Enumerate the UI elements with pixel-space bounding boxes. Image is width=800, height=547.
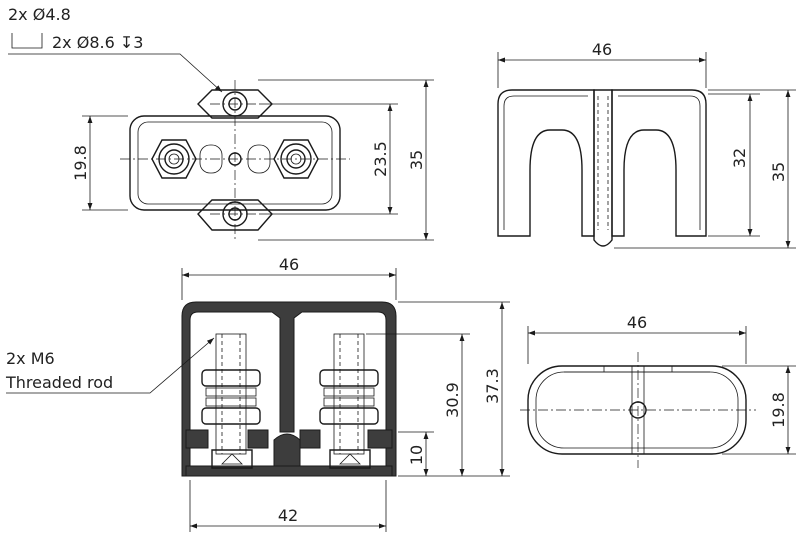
rod-left-body xyxy=(215,333,247,455)
bolt-head-right xyxy=(329,449,371,469)
bottom-view: 46 19.8 xyxy=(520,313,796,468)
hex-socket-left xyxy=(221,453,243,465)
housing-section xyxy=(181,301,397,477)
front-right-leg xyxy=(611,89,707,237)
dim-text-top-width: 19.8 xyxy=(71,145,90,181)
dim-text-total-height: 37.3 xyxy=(483,368,502,404)
nut-upper-left xyxy=(201,369,261,387)
dim-text-section-bottom: 42 xyxy=(278,506,298,525)
front-center-web xyxy=(593,89,613,247)
dim-text-front-width: 46 xyxy=(592,40,612,59)
front-view: 46 32 35 xyxy=(497,40,796,249)
hole-note-line1: 2x Ø4.8 xyxy=(8,5,71,24)
counterbore-symbol xyxy=(11,33,43,49)
rod-right-body xyxy=(333,333,365,455)
nut-upper-right xyxy=(319,369,379,387)
washer-lower-left xyxy=(205,397,257,407)
flange-bottom xyxy=(197,199,273,231)
rod-note-line1: 2x M6 xyxy=(6,349,55,368)
dim-text-front-inner: 32 xyxy=(730,148,749,168)
top-view: 2x Ø4.8 2x Ø8.6 ↧3 1 xyxy=(8,5,434,241)
dim-text-top-length: 35 xyxy=(407,150,426,170)
center-boss-section xyxy=(273,433,301,472)
bolt-head-left xyxy=(211,449,253,469)
washer-upper-right xyxy=(323,387,375,397)
rod-note-leader xyxy=(6,337,215,394)
base-section-right-inner xyxy=(299,429,321,449)
dim-text-rod-height: 30.9 xyxy=(443,382,462,418)
dim-text-hole-spacing: 23.5 xyxy=(371,141,390,177)
front-left-leg xyxy=(497,89,595,237)
base-plate-section xyxy=(185,465,393,477)
dim-text-bottom-depth: 19.8 xyxy=(769,392,788,428)
flange-top xyxy=(197,89,273,119)
base-section-right-outer xyxy=(367,429,393,449)
base-section-left-outer xyxy=(185,429,209,449)
hole-note-line2: 2x Ø8.6 ↧3 xyxy=(52,33,143,52)
washer-lower-right xyxy=(323,397,375,407)
section-view: 2x M6 Threaded rod 46 42 30.9 37.3 10 xyxy=(5,255,510,532)
front-inner-edge xyxy=(503,95,701,230)
dim-text-front-total: 35 xyxy=(769,162,788,182)
dim-text-base: 10 xyxy=(407,445,426,465)
nut-lower-left xyxy=(201,407,261,425)
hex-socket-right xyxy=(339,453,361,465)
washer-upper-left xyxy=(205,387,257,397)
nut-right-washer xyxy=(280,143,312,175)
nut-lower-right xyxy=(319,407,379,425)
rod-note-line2: Threaded rod xyxy=(5,373,113,392)
dim-text-section-top: 46 xyxy=(279,255,299,274)
dim-text-bottom-width: 46 xyxy=(627,313,647,332)
hole-note-leader xyxy=(8,53,223,93)
base-section-left-inner xyxy=(247,429,269,449)
